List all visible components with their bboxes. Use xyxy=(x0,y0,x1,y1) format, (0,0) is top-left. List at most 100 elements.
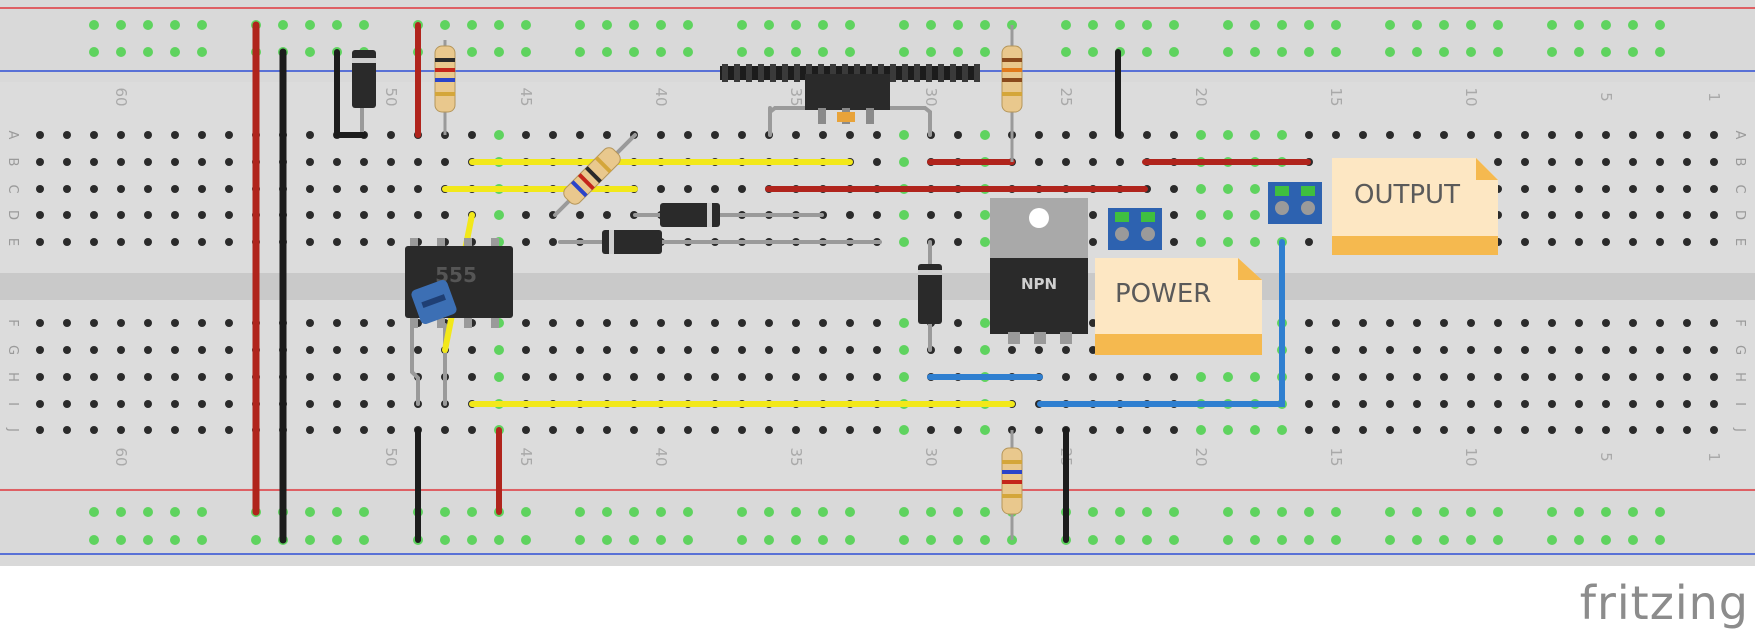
lead-pot xyxy=(410,318,420,406)
breadboard-hole xyxy=(1548,185,1556,193)
rail-hole xyxy=(1655,507,1665,517)
terminal-socket xyxy=(1301,186,1315,196)
breadboard-hole xyxy=(1305,319,1313,327)
resistor-top-right xyxy=(1001,25,1023,162)
breadboard-hole xyxy=(1008,346,1016,354)
row-label-i: I xyxy=(5,402,20,406)
breadboard-hole xyxy=(1359,346,1367,354)
breadboard-hole xyxy=(1629,211,1637,219)
terminal-screw xyxy=(1301,201,1315,215)
rail-hole xyxy=(197,20,207,30)
breadboard-hole xyxy=(1223,210,1233,220)
breadboard-hole xyxy=(1062,373,1070,381)
rail-hole xyxy=(602,507,612,517)
breadboard-hole xyxy=(1656,426,1664,434)
breadboard-hole xyxy=(144,426,152,434)
rail-hole xyxy=(1331,20,1341,30)
row-label-d: D xyxy=(1732,210,1747,220)
breadboard-hole xyxy=(1710,346,1718,354)
breadboard-hole xyxy=(468,373,476,381)
breadboard-hole xyxy=(171,400,179,408)
rail-hole xyxy=(1601,507,1611,517)
switch-tooth xyxy=(866,64,872,82)
breadboard-hole xyxy=(117,346,125,354)
switch-tooth xyxy=(818,64,824,82)
ic-pin xyxy=(410,316,418,328)
rail-hole xyxy=(143,535,153,545)
breadboard-hole xyxy=(549,319,557,327)
row-label-b: B xyxy=(1732,158,1747,167)
rail-hole xyxy=(1412,20,1422,30)
breadboard-hole xyxy=(360,319,368,327)
rail-hole xyxy=(1547,20,1557,30)
row-label-c: C xyxy=(5,184,20,193)
rail-hole xyxy=(1277,507,1287,517)
wire-black-short xyxy=(334,49,367,138)
breadboard-hole xyxy=(1170,238,1178,246)
breadboard-hole xyxy=(1683,426,1691,434)
rail-hole xyxy=(899,507,909,517)
breadboard-hole xyxy=(549,426,557,434)
breadboard-hole xyxy=(306,238,314,246)
rail-hole xyxy=(1466,535,1476,545)
breadboard-hole xyxy=(171,346,179,354)
breadboard-hole xyxy=(603,346,611,354)
breadboard-hole xyxy=(738,185,746,193)
breadboard-hole xyxy=(63,346,71,354)
breadboard-hole xyxy=(1656,238,1664,246)
breadboard-hole xyxy=(603,426,611,434)
breadboard-hole xyxy=(387,211,395,219)
breadboard-hole xyxy=(1250,237,1260,247)
npn-transistor: NPN xyxy=(990,198,1088,344)
breadboard-hole xyxy=(1656,131,1664,139)
rail-hole xyxy=(1088,507,1098,517)
rail-hole xyxy=(1169,507,1179,517)
rail-hole xyxy=(467,20,477,30)
diode-body xyxy=(660,203,720,227)
diode-band xyxy=(918,270,942,275)
rail-hole xyxy=(359,507,369,517)
switch-pin xyxy=(818,108,826,124)
breadboard-hole xyxy=(657,346,665,354)
breadboard-hole xyxy=(738,319,746,327)
switch-tooth xyxy=(890,64,896,82)
breadboard-hole xyxy=(144,319,152,327)
breadboard-hole xyxy=(1521,373,1529,381)
breadboard-hole xyxy=(90,238,98,246)
diode-1 xyxy=(660,203,720,227)
diode-top-left xyxy=(352,50,376,108)
breadboard-hole xyxy=(899,237,909,247)
diode-body xyxy=(918,264,942,324)
rail-hole xyxy=(251,535,261,545)
breadboard-hole xyxy=(1629,426,1637,434)
breadboard-hole xyxy=(333,185,341,193)
breadboard-hole xyxy=(1602,131,1610,139)
rail-hole xyxy=(629,20,639,30)
breadboard-hole xyxy=(1656,211,1664,219)
breadboard-hole xyxy=(333,238,341,246)
breadboard-hole xyxy=(980,318,990,328)
rail-hole xyxy=(953,507,963,517)
breadboard-hole xyxy=(576,373,584,381)
column-label-40: 40 xyxy=(652,447,670,466)
rail-hole xyxy=(1223,20,1233,30)
rail-hole xyxy=(197,535,207,545)
breadboard-hole xyxy=(1440,426,1448,434)
switch-pin xyxy=(866,108,874,124)
column-label-15: 15 xyxy=(1327,447,1345,466)
breadboard-hole xyxy=(117,158,125,166)
breadboard-hole xyxy=(1710,319,1718,327)
breadboard-hole xyxy=(603,373,611,381)
breadboard-hole xyxy=(90,400,98,408)
breadboard-hole xyxy=(1277,425,1287,435)
column-label-40: 40 xyxy=(652,87,670,106)
breadboard-hole xyxy=(1467,373,1475,381)
rail-hole xyxy=(521,507,531,517)
breadboard-hole xyxy=(468,131,476,139)
breadboard-hole xyxy=(1602,211,1610,219)
breadboard-hole xyxy=(1575,238,1583,246)
breadboard-hole xyxy=(1116,158,1124,166)
rail-hole xyxy=(629,507,639,517)
breadboard-hole xyxy=(387,400,395,408)
breadboard-hole xyxy=(954,346,962,354)
